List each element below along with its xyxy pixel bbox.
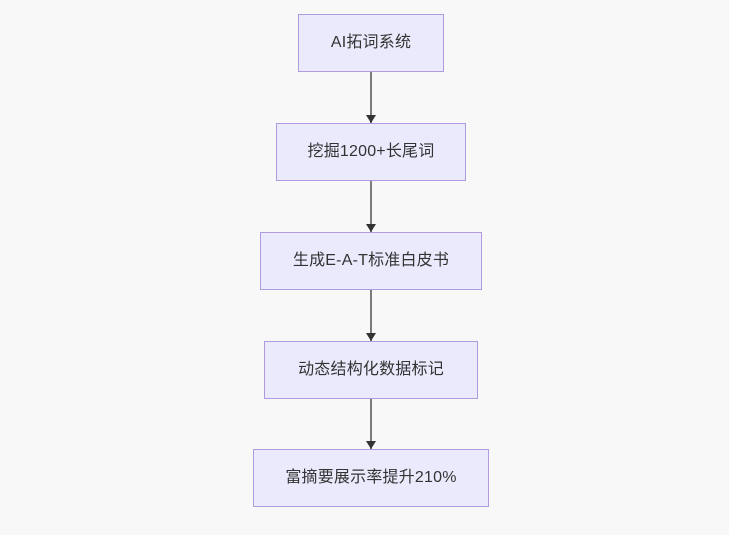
flow-node-label: 挖掘1200+长尾词 — [307, 143, 435, 161]
connector-line — [370, 72, 372, 123]
arrowhead-icon — [366, 333, 376, 341]
flow-node-1[interactable]: AI拓词系统 — [298, 14, 444, 72]
connector-line — [370, 181, 372, 232]
flow-node-5[interactable]: 富摘要展示率提升210% — [253, 449, 489, 507]
flow-node-4[interactable]: 动态结构化数据标记 — [264, 341, 478, 399]
flow-node-label: 动态结构化数据标记 — [298, 361, 444, 379]
flow-node-3[interactable]: 生成E-A-T标准白皮书 — [260, 232, 482, 290]
flow-node-2[interactable]: 挖掘1200+长尾词 — [276, 123, 466, 181]
arrowhead-icon — [366, 441, 376, 449]
flow-node-label: 富摘要展示率提升210% — [285, 469, 457, 487]
flow-node-label: 生成E-A-T标准白皮书 — [292, 252, 450, 270]
arrowhead-icon — [366, 115, 376, 123]
arrowhead-icon — [366, 224, 376, 232]
flow-node-label: AI拓词系统 — [330, 34, 412, 52]
connector-line — [370, 290, 372, 341]
connector-line — [370, 399, 372, 449]
